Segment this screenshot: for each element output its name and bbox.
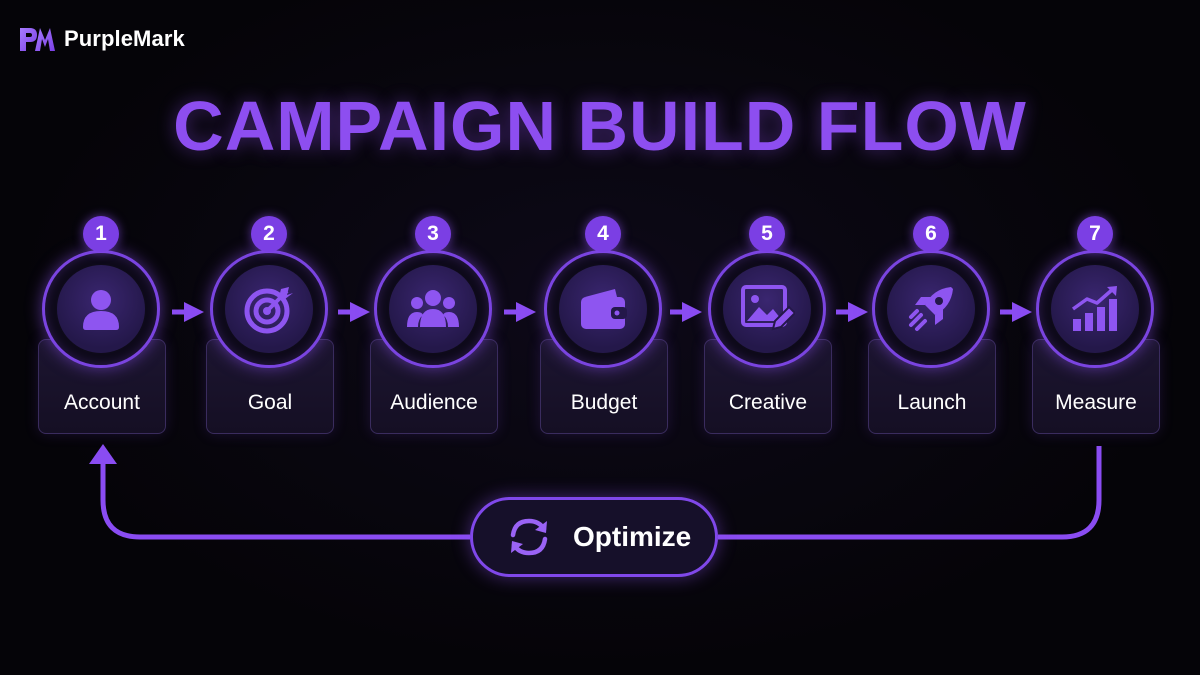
step-label: Creative: [728, 391, 808, 414]
step-number-badge: 5: [749, 216, 785, 252]
step-icon-circle: [1036, 250, 1154, 368]
refresh-cycle-icon: [510, 518, 548, 556]
rocket-icon: [909, 287, 953, 331]
step-number-badge: 4: [585, 216, 621, 252]
step-icon-circle: [708, 250, 826, 368]
optimize-label: Optimize: [573, 521, 692, 552]
step-6: 6 Launch: [868, 216, 996, 434]
wallet-icon: [581, 289, 627, 329]
step-label: Goal: [247, 391, 293, 414]
step-label: Measure: [1055, 391, 1137, 414]
step-icon-circle: [374, 250, 492, 368]
optimize-loop-pill: Optimize: [470, 497, 718, 577]
step-2: 2 Goal: [206, 216, 334, 434]
step-label: Launch: [897, 391, 967, 414]
bar-chart-growth-icon: [1071, 286, 1117, 331]
group-icon: [407, 290, 459, 327]
loop-right-segment: [718, 446, 1102, 540]
loop-arrowhead: [89, 444, 117, 464]
pm-monogram-icon: [20, 28, 55, 51]
diagram-title: CAMPAIGN BUILD FLOW: [173, 87, 1027, 165]
step-number-badge: 7: [1077, 216, 1113, 252]
step-icon-circle: [544, 250, 662, 368]
step-number-badge: 3: [415, 216, 451, 252]
image-edit-icon: [741, 285, 795, 331]
user-icon: [83, 290, 119, 330]
step-label: Budget: [570, 391, 638, 414]
step-7: 7 Measure: [1032, 216, 1160, 434]
step-1: 1 Account: [38, 216, 166, 434]
step-label: Account: [64, 391, 140, 414]
step-3: 3 Audience: [370, 216, 498, 434]
step-number-badge: 6: [913, 216, 949, 252]
step-icon-circle: [42, 250, 160, 368]
target-icon: [244, 287, 293, 334]
step-number-badge: 2: [251, 216, 287, 252]
brand-name: PurpleMark: [64, 26, 185, 51]
step-icon-circle: [872, 250, 990, 368]
step-number-badge: 1: [83, 216, 119, 252]
step-5: 5 Creative: [704, 216, 832, 434]
loop-left-segment: [100, 462, 470, 540]
step-4: 4 Budget: [540, 216, 668, 434]
step-label: Audience: [390, 391, 478, 414]
step-icon-circle: [210, 250, 328, 368]
brand: PurpleMark: [18, 25, 185, 53]
